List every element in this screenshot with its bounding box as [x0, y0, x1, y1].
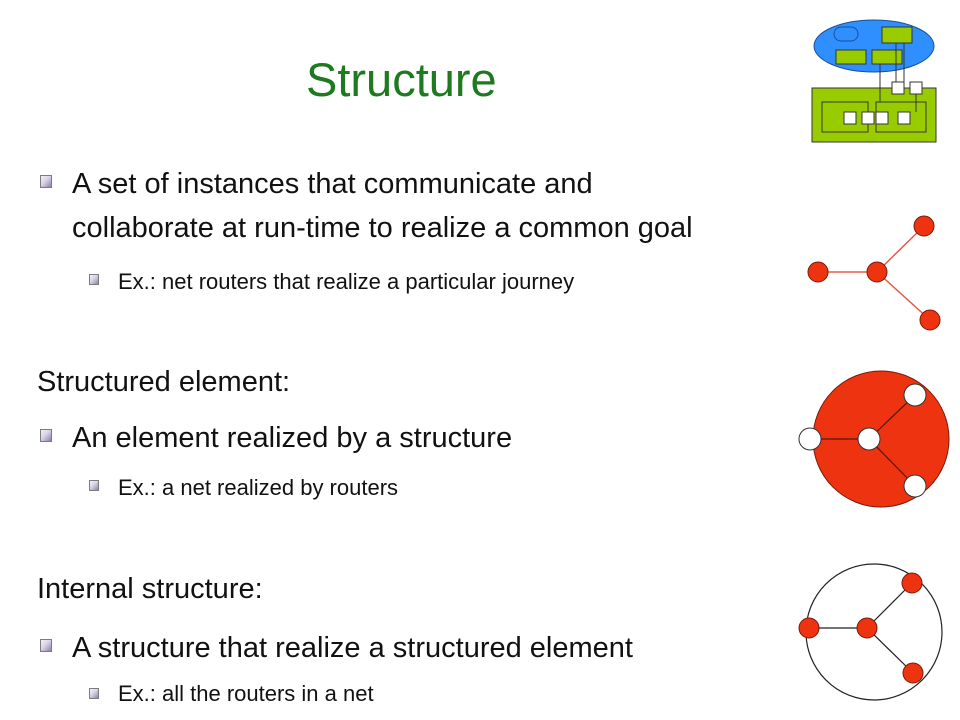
- green-box: [871, 49, 903, 65]
- bullet-line-emphasis: realize: [275, 632, 361, 664]
- green-box: [835, 49, 867, 65]
- internal-structure-diagram: [798, 563, 943, 701]
- bullet-line-suffix: by a structure: [328, 422, 513, 454]
- router-node: [807, 261, 829, 283]
- bullet-text: A structure that realize a structured el…: [72, 630, 633, 666]
- router-node: [913, 215, 935, 237]
- bullet-text: A set of instances that communicate and: [72, 166, 593, 202]
- sub-bullet-text: Ex.: all the routers in a net: [118, 681, 374, 706]
- section-heading: Structured element:: [37, 366, 291, 398]
- port-square: [875, 111, 889, 125]
- port-node: [903, 474, 927, 498]
- port-square: [843, 111, 857, 125]
- bullet-line: A set of instances that communicate and: [72, 168, 593, 200]
- bullet-icon: [40, 175, 54, 190]
- router-node: [902, 662, 924, 684]
- sub-bullet-icon: [89, 688, 101, 701]
- bullet-icon: [40, 429, 54, 444]
- network-edge: [876, 271, 931, 321]
- sub-bullet-icon: [89, 480, 101, 493]
- network-edge: [866, 627, 914, 674]
- sub-bullet-text: Ex.: net routers that realize a particul…: [118, 269, 575, 294]
- bullet-line-emphasis: element realized: [115, 422, 329, 454]
- bullet-line-emphasis: common goal: [518, 212, 693, 244]
- router-node: [919, 309, 941, 331]
- bullet-line-prefix: collaborate at run-time to realize a: [72, 212, 519, 244]
- structured-element-diagram: [798, 370, 950, 508]
- router-node: [901, 572, 923, 594]
- bullet-icon: [40, 639, 54, 654]
- port-square: [861, 111, 875, 125]
- bullet-line-suffix: a structured element: [360, 632, 633, 664]
- component-diagram: [811, 19, 937, 143]
- green-box: [881, 26, 913, 44]
- sub-bullet-icon: [89, 274, 101, 287]
- port-square: [891, 81, 905, 95]
- port-square: [897, 111, 911, 125]
- bullet-text: collaborate at run-time to realize a com…: [72, 210, 693, 246]
- port-node: [857, 427, 881, 451]
- bullet-text: An element realized by a structure: [72, 420, 512, 456]
- bullet-line-prefix: A structure that: [72, 632, 276, 664]
- network-edge: [876, 225, 925, 273]
- port-square: [909, 81, 923, 95]
- router-network-diagram: [807, 215, 941, 331]
- section-heading: Internal structure:: [37, 573, 263, 605]
- network-edge: [866, 582, 913, 629]
- slide-title: Structure: [306, 53, 497, 106]
- sub-bullet-text: Ex.: a net realized by routers: [118, 475, 399, 500]
- ellipse-box: [833, 26, 859, 42]
- router-node: [798, 617, 820, 639]
- port-node: [798, 427, 822, 451]
- router-node: [866, 261, 888, 283]
- router-node: [856, 617, 878, 639]
- bullet-line-prefix: An: [72, 422, 116, 454]
- port-node: [903, 383, 927, 407]
